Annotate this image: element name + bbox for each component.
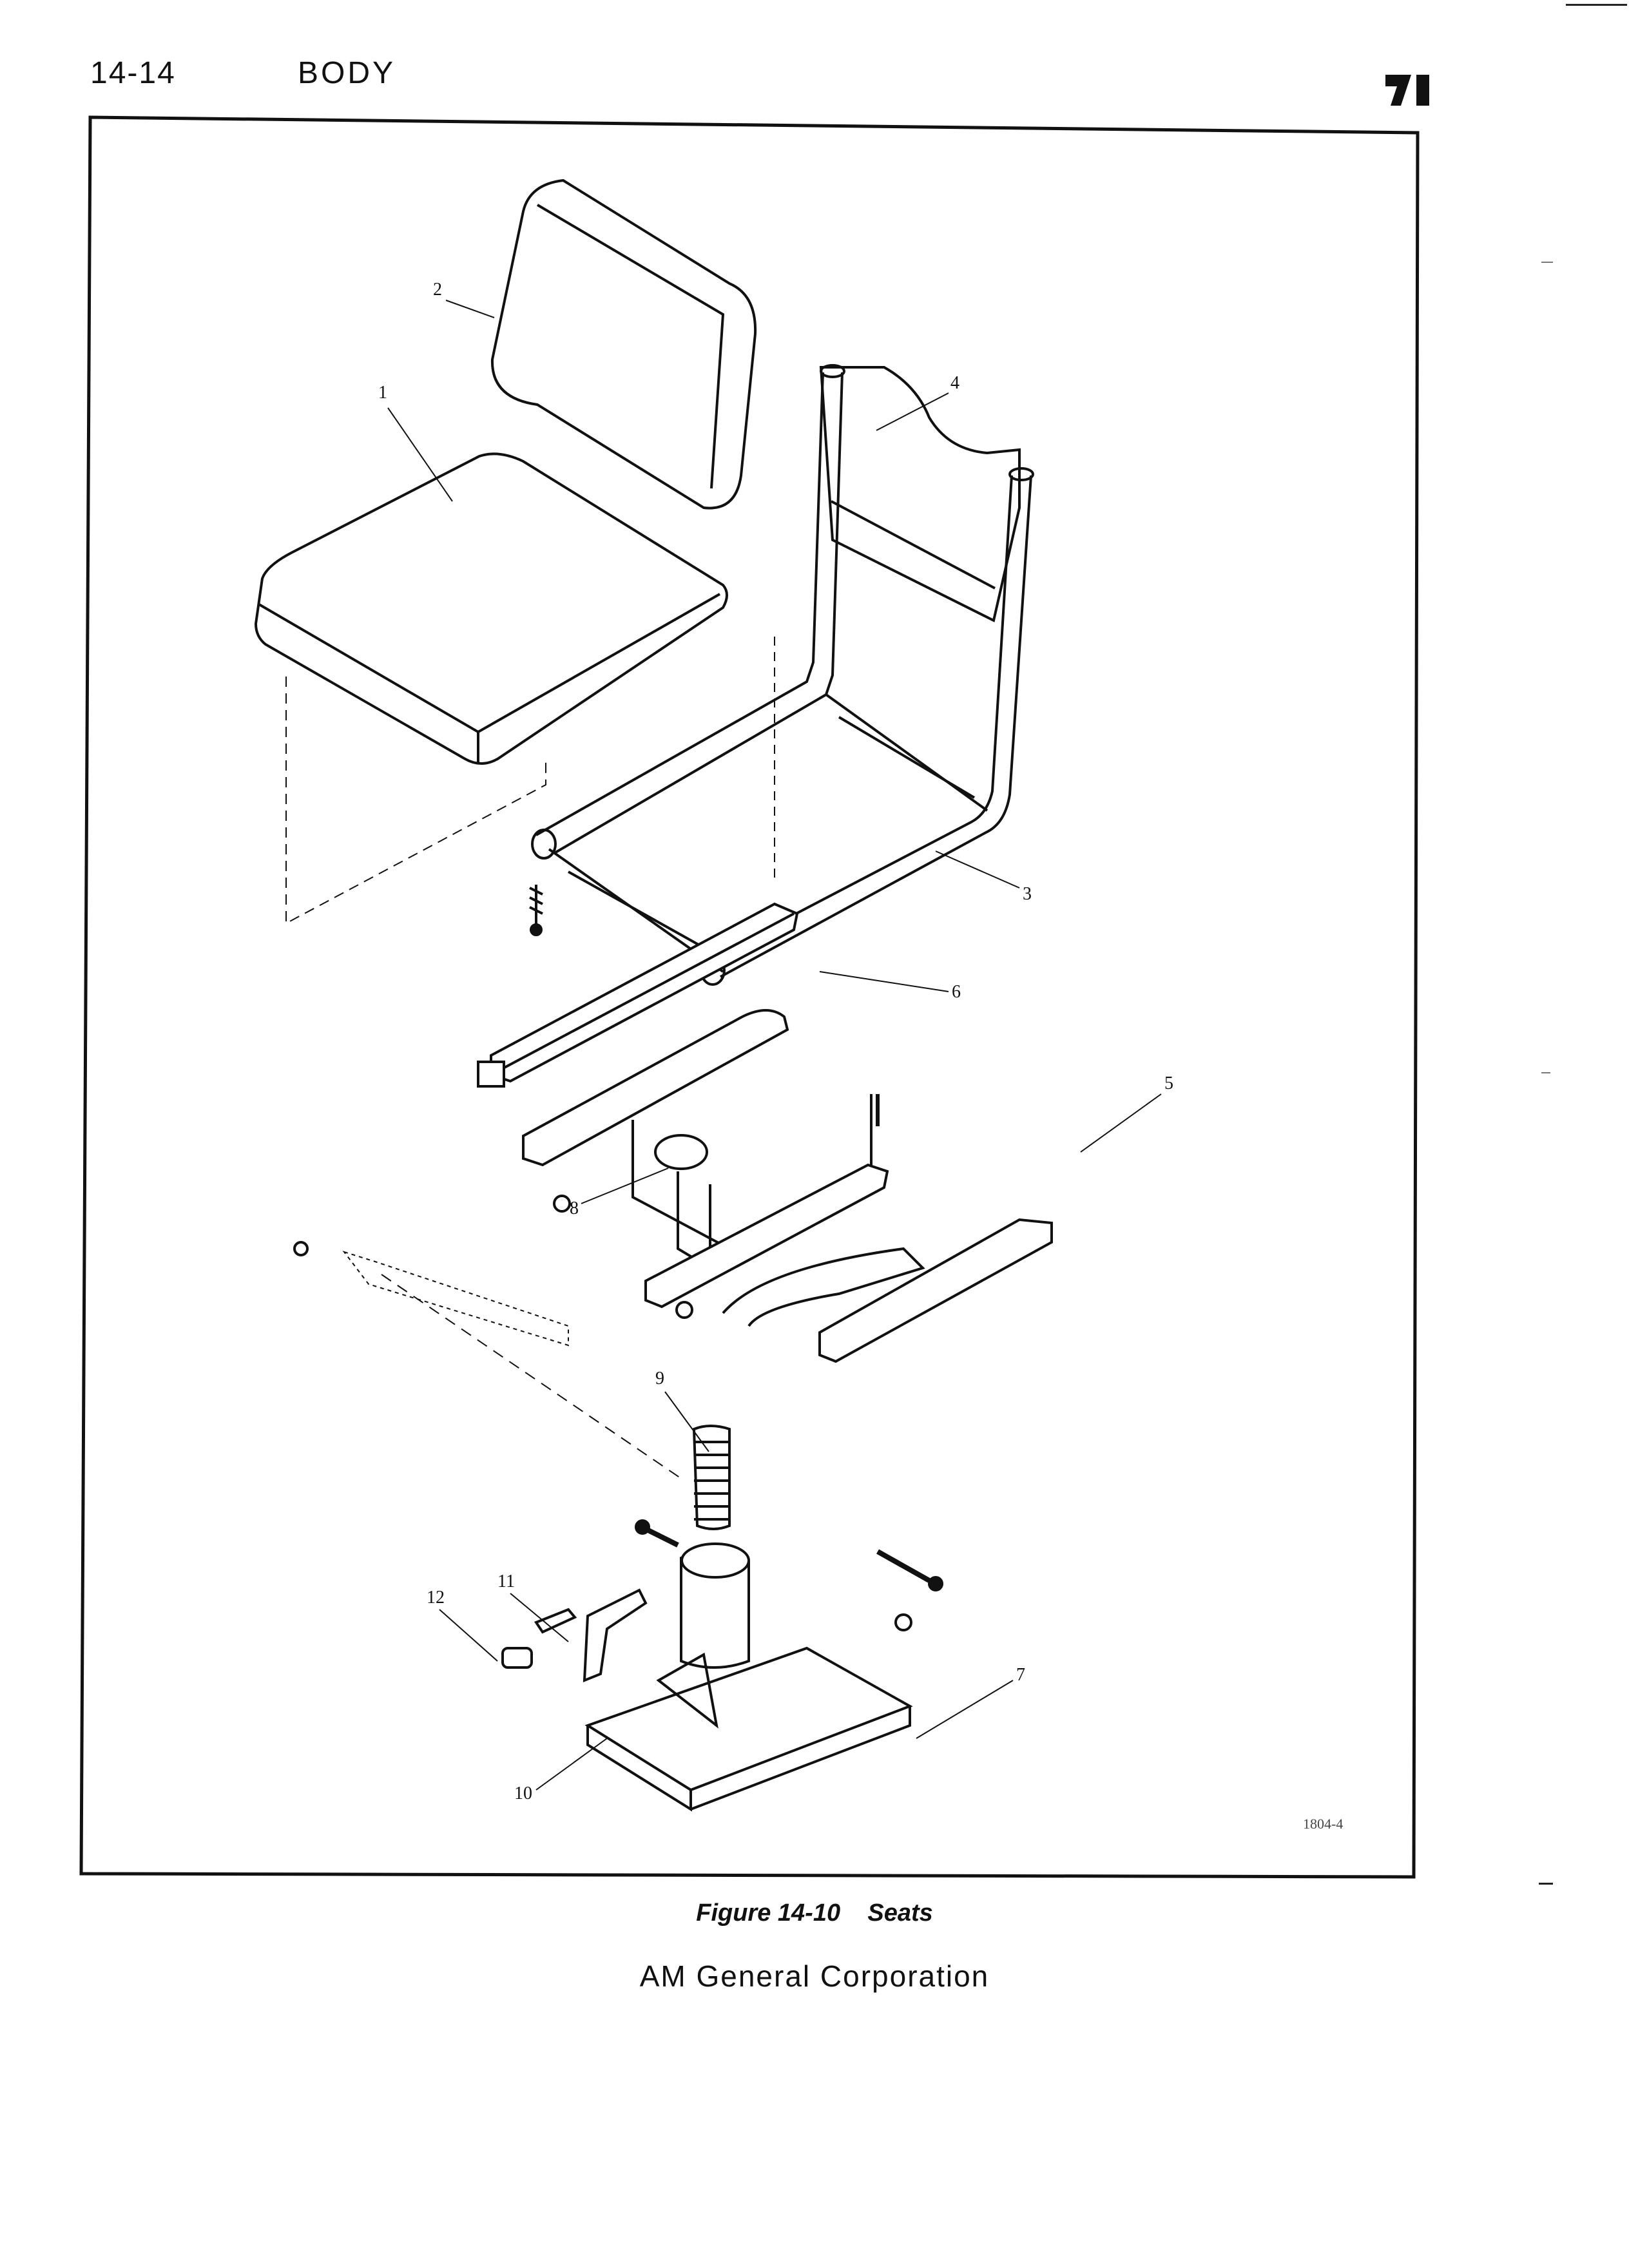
drawing-id: 1804-4 — [1303, 1816, 1343, 1832]
callout-8: 8 — [570, 1198, 579, 1218]
figure-caption-number: Figure 14-10 — [696, 1899, 841, 1927]
callout-4: 4 — [950, 373, 959, 393]
section-title: BODY — [298, 56, 396, 90]
figure-frame: 2 1 4 3 6 5 7 8 9 10 11 12 1804-4 — [79, 115, 1433, 1881]
knob — [501, 1647, 533, 1669]
callout-2: 2 — [433, 280, 442, 300]
upper-slide-rail — [477, 902, 799, 1088]
scan-mark — [1566, 4, 1627, 6]
callout-12: 12 — [427, 1588, 445, 1608]
lower-carriage — [522, 1009, 872, 1271]
page-number: 14-14 — [90, 56, 176, 90]
callout-9: 9 — [655, 1369, 664, 1389]
callout-10: 10 — [514, 1783, 532, 1803]
seat-exploded-view: 2 1 4 3 6 5 7 8 9 10 11 12 1804-4 — [79, 115, 1420, 1879]
scan-mark — [1541, 1072, 1550, 1073]
back-panel — [819, 366, 1021, 622]
pedestal-base — [584, 1542, 913, 1812]
callout-1: 1 — [378, 383, 387, 403]
scan-mark — [1539, 1883, 1553, 1885]
callout-5: 5 — [1164, 1073, 1173, 1093]
callout-3: 3 — [1023, 884, 1032, 904]
pin — [534, 1608, 577, 1634]
callout-11: 11 — [497, 1571, 515, 1591]
scan-mark — [1541, 262, 1553, 263]
seat-back-cushion — [490, 178, 757, 510]
callout-6: 6 — [952, 982, 961, 1002]
callout-7: 7 — [1016, 1665, 1025, 1685]
release-lever — [583, 1588, 648, 1683]
figure-caption: Figure 14-10 Seats — [0, 1899, 1629, 1927]
company-footer: AM General Corporation — [639, 1959, 990, 1993]
amg-logo-icon — [1385, 75, 1429, 106]
tube-frame — [531, 364, 1034, 986]
lower-slide-rail — [644, 1163, 1053, 1363]
seat-cushion — [254, 452, 728, 765]
figure-caption-title: Seats — [867, 1899, 933, 1927]
spring — [692, 1425, 731, 1530]
